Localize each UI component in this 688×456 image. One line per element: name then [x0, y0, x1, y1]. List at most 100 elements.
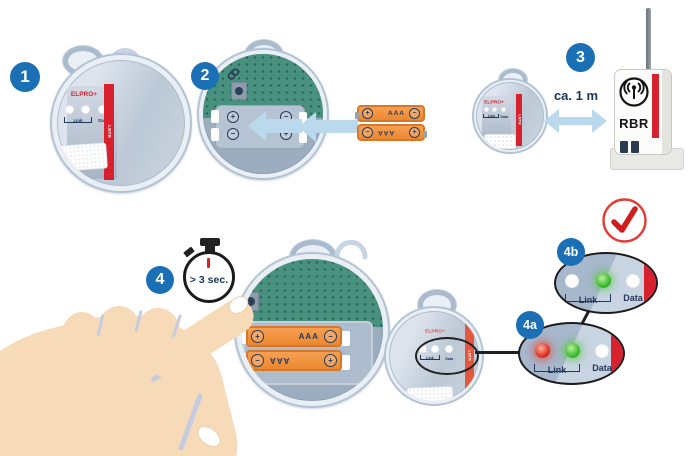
- receiver-name-label: RBR: [619, 116, 649, 131]
- polarity-minus-mark: −: [227, 128, 239, 140]
- led-data-label: Data: [592, 363, 612, 373]
- battery-plus: +: [251, 330, 264, 343]
- battery-clip: [211, 110, 219, 123]
- link-led-off: [565, 274, 579, 288]
- link-led-1: [65, 105, 74, 114]
- minus-sign: −: [328, 331, 333, 341]
- led-state-callout-4a: Link Data: [518, 322, 625, 385]
- logger-interior: + AAA − − AAA +: [241, 259, 383, 401]
- brand-logo: ELPRO+: [62, 91, 106, 99]
- minus-sign: −: [365, 129, 370, 136]
- data-led: [501, 107, 506, 112]
- led-data-label: Data: [623, 293, 643, 303]
- led-link-label: Link: [73, 118, 83, 124]
- battery-aaa: + AAA −: [246, 326, 342, 347]
- stopwatch-crown-cap: [200, 238, 220, 246]
- link-label-bracket: Link: [483, 114, 499, 118]
- step-4-badge: 4: [146, 266, 174, 294]
- brand-mark-icon: +: [442, 329, 445, 334]
- insert-arrow-icon: [298, 112, 316, 142]
- step-2-badge: 2: [191, 62, 219, 90]
- brand-logo: ELPRO+: [484, 100, 505, 105]
- circuit-board: [241, 259, 383, 327]
- battery-minus: −: [251, 354, 264, 367]
- receiver-connector: [631, 141, 639, 153]
- id-sticker: [484, 134, 516, 149]
- distance-arrow-right-icon: [592, 109, 607, 133]
- insert-arrow-shaft: [266, 119, 302, 133]
- led-link-label: Link: [547, 365, 567, 375]
- battery-type-label: AAA: [269, 356, 290, 365]
- battery-aaa: − AAA +: [246, 350, 342, 371]
- stopwatch-dial: > 3 sec.: [183, 251, 235, 303]
- plus-sign: +: [283, 129, 289, 138]
- brand-mark-icon: +: [93, 91, 98, 98]
- receiver-stripe: [652, 74, 659, 138]
- insert-arrow-shaft: [316, 120, 358, 133]
- logger-front-result: ELPRO+ LNTR Link Data: [384, 306, 484, 406]
- plus-sign: +: [412, 129, 417, 136]
- insert-arrow-icon: [248, 111, 266, 141]
- plus-sign: +: [230, 112, 236, 121]
- brand-name: ELPRO: [425, 329, 443, 334]
- battery-terminal: [423, 131, 427, 138]
- step-1-badge: 1: [10, 62, 40, 92]
- battery-clip: [241, 329, 248, 344]
- logger-face: ELPRO+ LNTR Link Data: [389, 311, 479, 401]
- step-4b-badge: 4b: [557, 238, 585, 266]
- battery-clip: [341, 355, 350, 370]
- data-led-off: [595, 344, 609, 358]
- led-link-label: Link: [487, 113, 496, 118]
- led-data-label: Data: [500, 114, 509, 119]
- link-led-green: [565, 343, 580, 358]
- chain-link-icon: [243, 279, 256, 291]
- logger-front-step3: ELPRO+ Link Data LNTR: [472, 78, 548, 154]
- brand-logo: ELPRO+: [421, 329, 449, 334]
- battery-type-label: AAA: [387, 110, 405, 117]
- battery-clip: [341, 331, 350, 346]
- brand-name: ELPRO: [484, 100, 502, 105]
- led-link-label: Link: [578, 295, 598, 305]
- link-label-bracket: Link: [534, 364, 580, 375]
- step-4-number: 4: [155, 271, 165, 288]
- stopwatch-crown-stem: [205, 245, 215, 253]
- battery-plus: +: [409, 127, 420, 138]
- side-stripe: LNTR: [104, 84, 114, 180]
- battery-type-label: AAA: [377, 129, 395, 136]
- receiver-antenna: [646, 8, 651, 72]
- link-label-bracket: Link: [565, 294, 611, 305]
- minus-sign: −: [412, 110, 417, 117]
- press-duration-label: > 3 sec.: [189, 274, 229, 286]
- plus-sign: +: [365, 110, 370, 117]
- step-3-badge: 3: [566, 43, 595, 72]
- id-sticker: [406, 386, 454, 401]
- callout-line-4a: [475, 351, 519, 354]
- side-stripe: LNTR: [516, 94, 522, 146]
- radio-signal-icon: [619, 77, 649, 107]
- battery-clip: [241, 353, 248, 368]
- distance-arrow-left-icon: [544, 109, 559, 133]
- battery-plus: +: [362, 108, 373, 119]
- led-data-label: Data: [98, 118, 108, 124]
- data-led-off: [626, 274, 640, 288]
- stopwatch-icon: > 3 sec.: [183, 238, 237, 308]
- step-4b-number: 4b: [563, 245, 579, 259]
- battery-terminal: [355, 112, 359, 119]
- battery-type-label: AAA: [298, 332, 319, 341]
- link-led-red: [535, 343, 550, 358]
- step-4a-badge: 4a: [516, 311, 544, 339]
- folded-finger: [98, 306, 140, 352]
- folded-finger: [62, 312, 102, 356]
- pairing-button-cap: [246, 297, 255, 306]
- stopwatch-tick: [207, 258, 210, 268]
- hand-palm-fill: [0, 400, 200, 456]
- step-1-number: 1: [20, 67, 30, 86]
- minus-sign: −: [230, 129, 236, 138]
- receiver-side-shade: [662, 70, 671, 154]
- pairing-button-cap: [235, 87, 243, 95]
- brand-mark-icon: +: [501, 100, 504, 105]
- step-3-number: 3: [576, 48, 585, 66]
- receiver-connector: [620, 141, 628, 153]
- logger-front-step1: ELPRO+ Link Data LNTR: [50, 53, 192, 193]
- distance-arrow-shaft: [558, 117, 592, 125]
